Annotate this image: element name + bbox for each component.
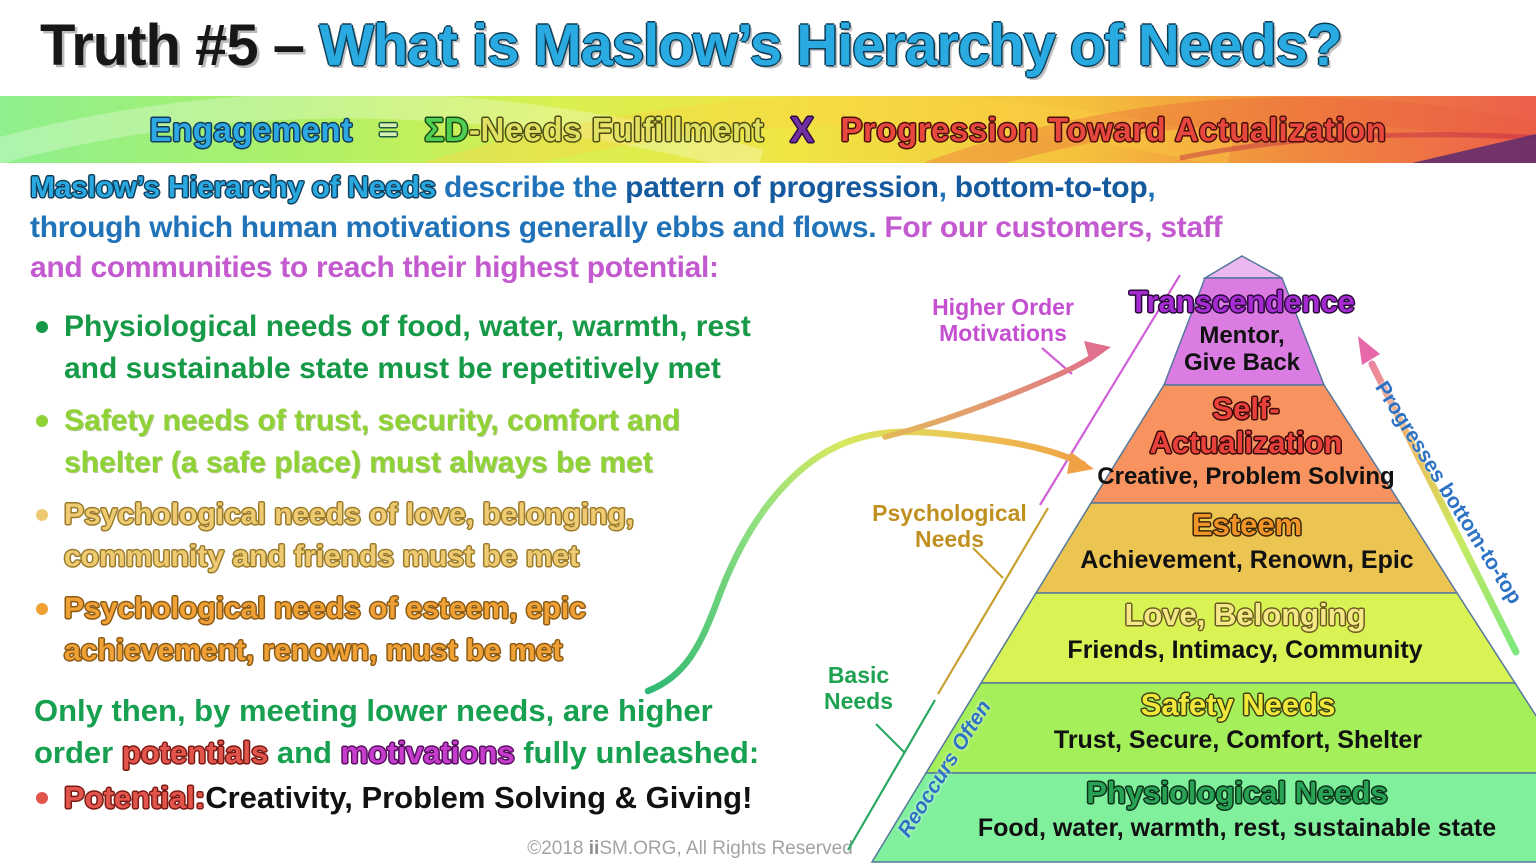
conclusion-line-1: Only then, by meeting lower needs, are h… [34, 690, 934, 732]
engagement-formula-banner: Engagement = ΣD-Needs Fulfillment X Prog… [0, 96, 1536, 163]
copyright-suffix: All Rights Reserved [681, 838, 853, 859]
label-line: Needs [823, 688, 894, 714]
bullet-text: Psychological needs of esteem, epic achi… [64, 588, 586, 672]
bullet-love-belonging: Psychological needs of love, belonging, … [36, 494, 936, 578]
bullet-line: Physiological needs of food, water, warm… [64, 310, 751, 343]
formula-dneeds: ΣD-Needs Fulfillment [424, 111, 764, 149]
bullet-dot [36, 415, 48, 427]
level-sub-line: Mentor, [1199, 321, 1285, 349]
intro-line-1: Maslow’s Hierarchy of Needs describe the… [30, 168, 1530, 208]
bullet-text: Safety needs of trust, security, comfort… [64, 400, 680, 484]
potential-label: Potential: [64, 780, 206, 815]
bullet-line: Psychological needs of love, belonging, [64, 498, 635, 531]
title-prefix: Truth #5 – [40, 13, 320, 78]
bullet-esteem: Psychological needs of esteem, epic achi… [36, 588, 936, 672]
label-psychological-needs: Psychological Needs [842, 500, 1057, 552]
bullet-safety: Safety needs of trust, security, comfort… [36, 400, 936, 484]
level-sub-esteem: Achievement, Renown, Epic [1080, 546, 1414, 574]
level-physiological: Physiological Needs Food, water, warmth,… [957, 774, 1517, 842]
conclusion-motivations: motivations [340, 735, 515, 770]
formula-engagement: Engagement [149, 110, 353, 148]
copyright-brand: SM.ORG, [599, 838, 682, 859]
formula-needs-fulfillment: -Needs Fulfillment [469, 110, 765, 148]
intro-bold1: pattern of progression [625, 171, 939, 204]
potential-text: Creativity, Problem Solving & Giving! [205, 780, 753, 815]
intro-line3-magenta: and communities to reach their highest p… [30, 251, 719, 284]
label-line: Needs [914, 526, 985, 552]
copyright-brand-ii: ii [588, 838, 600, 859]
level-love: Love, Belonging Friends, Intimacy, Commu… [995, 596, 1495, 664]
intro-paragraph: Maslow’s Hierarchy of Needs describe the… [30, 168, 1530, 288]
intro-plain1: describe the [435, 171, 626, 204]
copyright-line: ©2018 iiSM.ORG, All Rights Reserved [460, 838, 920, 860]
label-basic-needs: Basic Needs [796, 662, 921, 714]
level-title-line: Actualization [1149, 425, 1343, 460]
level-safety: Safety Needs Trust, Secure, Comfort, She… [988, 686, 1488, 754]
intro-line-2: through which human motivations generall… [30, 208, 1530, 248]
level-title-love: Love, Belonging [1124, 597, 1366, 632]
intro-plain2: , [938, 171, 955, 204]
bullet-text: Physiological needs of food, water, warm… [64, 306, 751, 390]
bullet-dot [36, 321, 48, 333]
label-line: Higher Order [932, 294, 1074, 320]
level-sub-love: Friends, Intimacy, Community [1067, 636, 1423, 664]
bullet-line: Safety needs of trust, security, comfort… [64, 404, 681, 437]
level-title-line: Self- [1212, 391, 1280, 426]
conclusion-order: order [34, 735, 122, 770]
conclusion-text: Only then, by meeting lower needs, are h… [34, 693, 713, 728]
level-title-safety: Safety Needs [1140, 687, 1336, 722]
level-sub-safety: Trust, Secure, Comfort, Shelter [1053, 726, 1423, 754]
engagement-formula: Engagement = ΣD-Needs Fulfillment X Prog… [0, 96, 1536, 163]
copyright-year: ©2018 [527, 838, 589, 859]
level-title-physiological: Physiological Needs [1086, 775, 1388, 810]
level-title-esteem: Esteem [1191, 507, 1303, 542]
label-line: Psychological [872, 500, 1027, 526]
bullet-line: community and friends must be met [64, 540, 580, 573]
intro-line-3: and communities to reach their highest p… [30, 248, 1530, 288]
conclusion-and: and [268, 735, 341, 770]
bullet-dot [36, 603, 48, 615]
banner-swirls [0, 96, 1536, 163]
level-sub-physiological: Food, water, warmth, rest, sustainable s… [977, 814, 1497, 842]
conclusion-paragraph: Only then, by meeting lower needs, are h… [34, 690, 934, 774]
conclusion-potentials: potentials [121, 735, 269, 770]
potential-bullet: Potential: Creativity, Problem Solving &… [36, 780, 936, 816]
page-title: Truth #5 – What is Maslow’s Hierarchy of… [40, 12, 1536, 79]
conclusion-rest: fully unleashed: [514, 735, 760, 770]
bullet-line: shelter (a safe place) must always be me… [64, 446, 653, 479]
bullet-text: Psychological needs of love, belonging, … [64, 494, 634, 578]
bullet-line: Psychological needs of esteem, epic [64, 592, 586, 625]
bullet-line: achievement, renown, must be met [64, 634, 563, 667]
intro-line2-blue: through which human motivations generall… [30, 211, 877, 244]
bullet-physiological: Physiological needs of food, water, warm… [36, 306, 936, 390]
formula-equals: = [378, 110, 399, 148]
label-line: Motivations [939, 320, 1067, 346]
formula-progression: Progression Toward Actualization [840, 110, 1387, 148]
label-line: Basic [827, 662, 890, 688]
intro-bold2: bottom-to-top [954, 171, 1148, 204]
formula-x: X [790, 108, 815, 150]
level-sub-line: Give Back [1183, 348, 1301, 376]
bullet-dot [36, 509, 48, 521]
label-higher-order-motivations: Higher Order Motivations [903, 294, 1103, 346]
bullet-dot [36, 792, 48, 804]
title-main: What is Maslow’s Hierarchy of Needs? [319, 13, 1342, 78]
intro-lead: Maslow’s Hierarchy of Needs [30, 171, 436, 204]
level-esteem: Esteem Achievement, Renown, Epic [997, 506, 1497, 574]
conclusion-line-2: order potentials and motivations fully u… [34, 732, 934, 774]
intro-plain3: , [1147, 171, 1156, 204]
intro-line2-magenta: For our customers, staff [876, 211, 1223, 244]
bullet-line: and sustainable state must be repetitive… [64, 352, 721, 385]
formula-sigma: ΣD [424, 110, 469, 148]
